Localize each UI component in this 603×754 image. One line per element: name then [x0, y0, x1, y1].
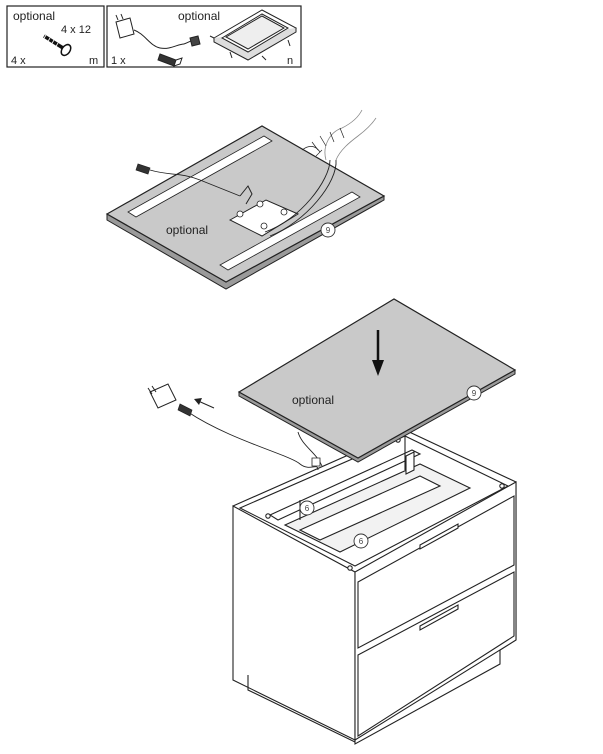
top-panel-optional-label: optional [166, 223, 208, 237]
parts-box-2-letter: n [287, 55, 293, 67]
plug-icon [157, 35, 201, 67]
plate-optional-label: optional [292, 393, 334, 407]
top-panel-underside: optional 9 [105, 109, 386, 290]
power-adapter-icon [115, 13, 185, 49]
parts-box-2-optional-label: optional [178, 9, 220, 23]
parts-box-1-letter: m [89, 55, 98, 67]
screw-icon [42, 34, 72, 57]
light-panel-icon [209, 9, 298, 61]
plate-callout: 9 [472, 389, 477, 398]
top-panel-callout: 9 [326, 226, 331, 235]
cabinet-callout-2: 6 [359, 537, 364, 546]
top-panel-plate: optional 9 [237, 298, 517, 463]
cabinet-callouts: 6 6 [299, 500, 369, 549]
parts-box-lighting: optional 1 x n [106, 5, 302, 68]
cabinet-callout-1: 6 [305, 504, 310, 513]
parts-box-2-quantity: 1 x [111, 55, 126, 67]
parts-box-1-quantity: 4 x [11, 55, 26, 67]
screw-size-label: 4 x 12 [61, 24, 91, 36]
power-cable [147, 383, 323, 471]
cabinet [232, 429, 517, 745]
parts-box-1-optional-label: optional [13, 9, 55, 23]
parts-box-screws: optional 4 x 12 4 x m [6, 5, 105, 68]
